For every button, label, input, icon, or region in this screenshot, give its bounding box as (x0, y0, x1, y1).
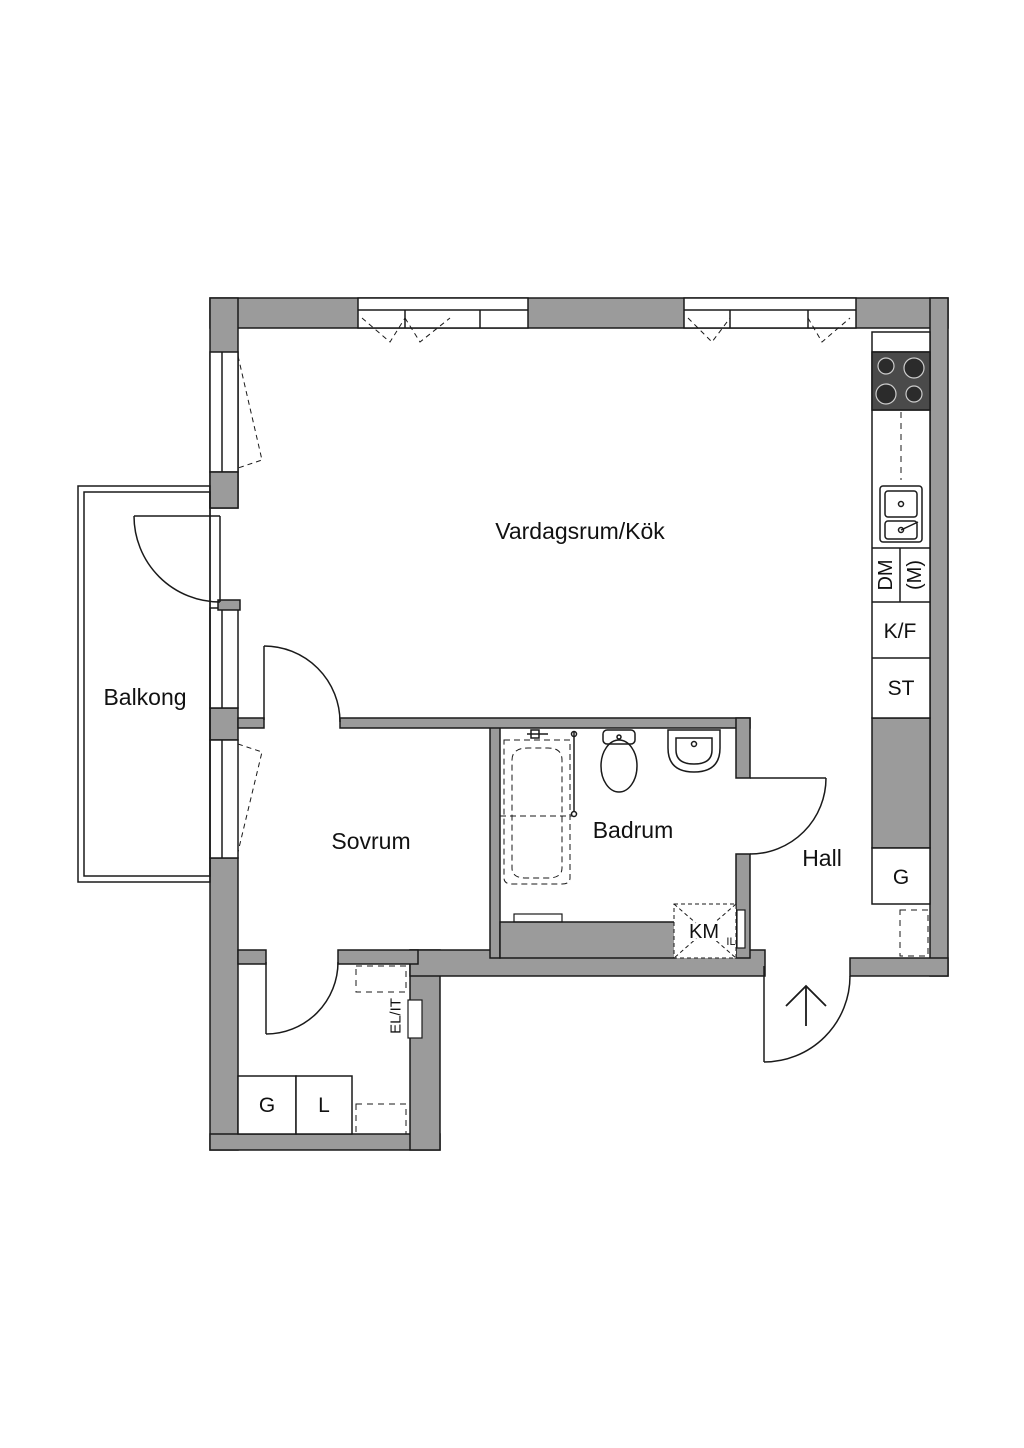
bathtub-icon (500, 739, 572, 885)
window-top-2 (683, 297, 857, 329)
window-left-2 (209, 607, 239, 709)
wall-kitchen-block (871, 717, 931, 849)
radiator-icon (513, 913, 563, 923)
bathroom-door-swing (749, 777, 827, 855)
wall-bedroom-top (339, 717, 751, 729)
wall-bedroom-storage-2 (337, 949, 419, 965)
fridge-freezer-label: K/F (884, 620, 917, 643)
electrical-panel (407, 999, 423, 1039)
bedroom-door-swing (263, 645, 341, 723)
storage-cabinets (237, 1075, 353, 1135)
windows (209, 297, 857, 859)
wall-storage-right (409, 949, 441, 1151)
il-unit (736, 909, 746, 949)
window-left-3 (209, 739, 239, 859)
entrance-door-swing (763, 975, 851, 1063)
microwave-label: (M) (904, 560, 926, 590)
kitchen-storage-label: ST (888, 677, 915, 700)
window-top-1 (357, 297, 529, 329)
dishwasher-label: DM (875, 559, 897, 590)
hall-wardrobe-label: G (893, 866, 909, 889)
door-jambs (209, 471, 241, 611)
wall-left-lower (209, 857, 239, 1151)
wall-bottom-left (209, 1133, 441, 1151)
doors (133, 515, 851, 1063)
wall-bedroom-bath (489, 719, 501, 959)
storage-door-swing (265, 961, 339, 1035)
storage-dashed-shelf-bottom (355, 1103, 407, 1135)
wall-bath-right-upper (735, 717, 751, 779)
room-label-hall: Hall (802, 845, 842, 871)
washbasin-icon (667, 729, 721, 773)
room-label-living-kitchen: Vardagsrum/Kök (495, 518, 665, 544)
wall-bath-bottom (499, 921, 676, 959)
bedroom-wardrobe-label: G (259, 1094, 275, 1117)
balcony-door-swing (133, 515, 221, 603)
shower-fixture-icon (527, 729, 578, 818)
room-label-balcony: Balkong (103, 684, 186, 710)
toilet-icon (600, 729, 638, 793)
linen-closet-label: L (318, 1094, 330, 1117)
stove-icon (871, 351, 931, 411)
wall-bedroom-top-left (237, 717, 265, 729)
window-swing-lines (237, 317, 851, 853)
washing-machine (673, 903, 737, 959)
wall-right (929, 297, 949, 977)
washing-machine-label: KM (689, 921, 719, 943)
balcony-rail (83, 491, 211, 877)
storage-dashed-shelf-top (355, 965, 407, 993)
hall-dashed-cabinet (899, 909, 929, 957)
wall-bedroom-storage (237, 949, 267, 965)
window-left-1 (209, 351, 239, 473)
wall-left-pier (209, 707, 239, 741)
hall-wardrobe (871, 847, 931, 905)
entrance-arrow-icon (785, 984, 827, 1026)
il-unit-label: IL (726, 936, 735, 948)
room-label-bathroom: Badrum (593, 817, 674, 843)
kitchen-sink-icon (879, 485, 923, 543)
balcony (77, 485, 211, 883)
room-label-bedroom: Sovrum (331, 828, 410, 854)
wall-bottom-right (849, 957, 949, 977)
electrical-it-label: EL/IT (388, 998, 405, 1034)
